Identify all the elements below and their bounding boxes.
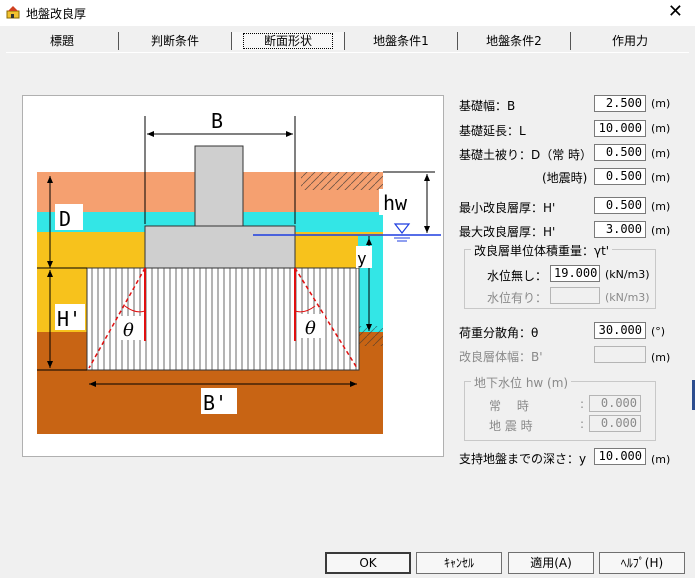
- with-water-field: [550, 287, 600, 304]
- depth-unit: (m): [651, 453, 671, 466]
- tab-title[interactable]: 標題: [6, 32, 119, 50]
- embed-eq-field[interactable]: 0.500: [594, 168, 646, 185]
- load-angle-field[interactable]: 30.000: [594, 322, 646, 339]
- label-bprime: B': [203, 391, 227, 415]
- improve-width-label: 改良層体幅：B': [459, 350, 543, 364]
- embed-eq-unit: (m): [651, 171, 671, 184]
- gw-quake-label: 地 震 時: [489, 419, 533, 433]
- tab-ground-2[interactable]: 地盤条件2: [458, 32, 571, 50]
- groundwater-title: 地下水位 hw (m): [471, 374, 572, 391]
- length-unit: (m): [651, 122, 671, 135]
- min-thick-field[interactable]: 0.500: [594, 197, 646, 214]
- max-thick-label: 最大改良層厚：H': [459, 225, 556, 239]
- scroll-indicator: [692, 380, 695, 410]
- red-dashed-right: [294, 267, 358, 369]
- min-thick-label: 最小改良層厚：H': [459, 201, 556, 215]
- title-bar: 地盤改良厚 ✕: [0, 0, 695, 26]
- gw-normal-field: 0.000: [589, 395, 641, 412]
- label-theta-left: θ: [123, 320, 134, 341]
- ok-button[interactable]: OK: [325, 552, 411, 574]
- label-theta-right: θ: [305, 318, 316, 339]
- section-diagram: B hw D y H' θ θ B': [22, 95, 444, 457]
- embed-eq-label: (地震時): [542, 171, 588, 185]
- column: [194, 145, 244, 227]
- width-unit: (m): [651, 97, 671, 110]
- angle-arc-left: [124, 305, 146, 313]
- width-label: 基礎幅：B: [459, 99, 516, 113]
- apply-button[interactable]: 適用(A): [508, 552, 594, 574]
- max-thick-unit: (m): [651, 224, 671, 237]
- embed-field[interactable]: 0.500: [594, 144, 646, 161]
- tab-ground-1[interactable]: 地盤条件1: [345, 32, 458, 50]
- tab-section-shape[interactable]: 断面形状: [232, 32, 345, 50]
- length-label: 基礎延長：L: [459, 124, 526, 138]
- app-icon: [6, 6, 20, 19]
- tab-load[interactable]: 作用力: [611, 34, 648, 48]
- label-h: H': [57, 307, 81, 331]
- label-b: B: [211, 109, 223, 133]
- depth-label: 支持地盤までの深さ：y: [459, 452, 587, 466]
- button-bar: OK ｷｬﾝｾﾙ 適用(A) ﾍﾙﾌﾟ(H): [0, 548, 695, 578]
- tab-bar: 標題 判断条件 断面形状 地盤条件1 地盤条件2 作用力: [6, 32, 691, 52]
- window-title: 地盤改良厚: [26, 7, 87, 21]
- width-field[interactable]: 2.500: [594, 95, 646, 112]
- gw-normal-label: 常 時: [489, 399, 529, 413]
- depth-field[interactable]: 10.000: [594, 448, 646, 465]
- unit-weight-group: 改良層単位体積重量：γt': [464, 242, 656, 309]
- no-water-label: 水位無し：: [487, 269, 548, 283]
- with-water-unit: (kN/m3): [605, 291, 650, 304]
- close-icon[interactable]: ✕: [667, 1, 683, 22]
- cancel-button[interactable]: ｷｬﾝｾﾙ: [416, 552, 502, 574]
- groundwater-group: 地下水位 hw (m): [464, 374, 656, 441]
- footing: [144, 225, 296, 269]
- with-water-label: 水位有り：: [487, 291, 548, 305]
- min-thick-unit: (m): [651, 200, 671, 213]
- hatch-top: [301, 172, 383, 190]
- unit-weight-title: 改良層単位体積重量：γt': [471, 242, 613, 259]
- tab-panel: B hw D y H' θ θ B' 基礎幅：B 2.500 (m) 基礎延長：…: [6, 52, 689, 543]
- label-y: y: [357, 249, 367, 268]
- no-water-field[interactable]: 19.000: [550, 265, 600, 282]
- improve-width-field: [594, 346, 646, 363]
- water-level-icon: [393, 223, 411, 234]
- angle-arc-right: [294, 305, 316, 313]
- help-button[interactable]: ﾍﾙﾌﾟ(H): [599, 552, 685, 574]
- gw-quake-sep: :: [580, 417, 585, 431]
- red-dashed-left: [88, 267, 146, 369]
- gw-quake-field: 0.000: [589, 415, 641, 432]
- gw-normal-sep: :: [580, 397, 585, 411]
- max-thick-field[interactable]: 3.000: [594, 221, 646, 238]
- embed-unit: (m): [651, 147, 671, 160]
- label-hw: hw: [383, 191, 408, 215]
- label-d: D: [59, 207, 71, 231]
- embed-label: 基礎土被り：D（常 時）: [459, 148, 593, 162]
- tab-judgement[interactable]: 判断条件: [119, 32, 232, 50]
- load-angle-unit: (°): [651, 325, 666, 338]
- hatch-bottom: [358, 326, 383, 346]
- length-field[interactable]: 10.000: [594, 120, 646, 137]
- improve-width-unit: (m): [651, 351, 671, 364]
- load-angle-label: 荷重分散角：θ: [459, 326, 539, 340]
- no-water-unit: (kN/m3): [605, 268, 650, 281]
- section-svg: B hw D y H' θ θ B': [37, 109, 441, 434]
